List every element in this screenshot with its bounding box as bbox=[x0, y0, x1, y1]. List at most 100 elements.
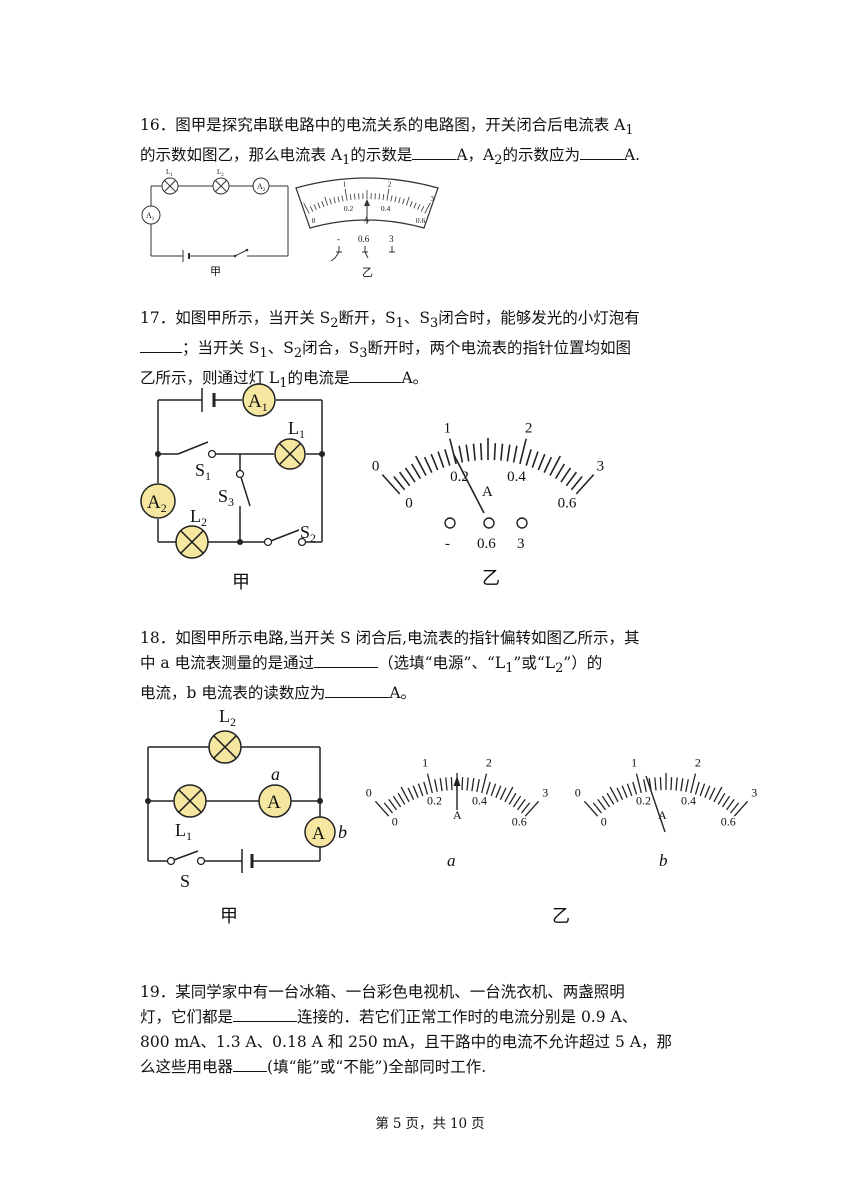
scale-tick bbox=[512, 445, 518, 463]
scale-tick bbox=[476, 779, 480, 793]
scale-label: 3 bbox=[597, 459, 605, 475]
scale-tick bbox=[423, 781, 429, 795]
scale-tick bbox=[434, 779, 438, 793]
scale-tick bbox=[392, 795, 402, 808]
q18-lamp-l1-label: L1 bbox=[175, 820, 192, 843]
scale-tick bbox=[472, 443, 476, 461]
q17-circuit-diagram: A1 A2 L1 L2 S1 S3 S2 甲 bbox=[140, 383, 325, 592]
q16-blank-2[interactable] bbox=[579, 144, 624, 161]
scale-tick bbox=[616, 787, 624, 800]
q17-blank-2[interactable] bbox=[349, 367, 402, 384]
scale-tick bbox=[400, 786, 410, 803]
scale-tick bbox=[349, 194, 352, 201]
scale-tick bbox=[383, 802, 394, 814]
scale-tick bbox=[704, 785, 711, 798]
q16-terminal-minus: - bbox=[337, 234, 340, 244]
scale-label: 0.2 bbox=[636, 794, 651, 808]
q18-circuit-diagram: L2 L1 A a A b S 甲 bbox=[145, 706, 347, 926]
q18-ammeter-a-symbol: A bbox=[267, 792, 281, 813]
scale-tick bbox=[690, 773, 697, 794]
scale-tick bbox=[694, 781, 700, 795]
q17-figure-label-jia: 甲 bbox=[232, 572, 250, 592]
scale-tick bbox=[426, 773, 433, 794]
total-page-count: 10 bbox=[449, 1116, 468, 1132]
q19-blank-2[interactable] bbox=[233, 1056, 268, 1072]
scale-tick bbox=[632, 781, 638, 795]
q18-blank-1[interactable] bbox=[314, 652, 379, 668]
scale-label: 0.6 bbox=[512, 815, 527, 829]
scale-tick bbox=[409, 201, 413, 207]
scale-tick bbox=[402, 198, 405, 205]
q17-battery-icon bbox=[201, 388, 216, 412]
scale-label: 0.4 bbox=[381, 204, 391, 213]
q19-line3: 800 mA、1.3 A、0.18 A 和 250 mA，且干路中的电流不允许超… bbox=[140, 1033, 672, 1051]
q17-terminal-06: 0.6 bbox=[477, 536, 496, 552]
scale-tick bbox=[685, 779, 689, 793]
scale-tick bbox=[499, 787, 507, 800]
scale-label: 0.6 bbox=[721, 815, 736, 829]
scale-tick bbox=[303, 202, 310, 214]
scale-tick bbox=[381, 474, 401, 495]
q17-terminal-minus: - bbox=[445, 536, 450, 552]
q18-meter-b-name: b bbox=[659, 851, 668, 870]
q17-needle bbox=[453, 454, 485, 514]
q17-terminal-3: 3 bbox=[517, 536, 525, 552]
q16-unit-label: A bbox=[364, 216, 369, 224]
q16-scale-ticks bbox=[303, 188, 431, 214]
scale-tick bbox=[708, 787, 716, 800]
scale-tick bbox=[504, 786, 514, 803]
q16-ammeter-a2-label: A2 bbox=[257, 182, 266, 193]
scale-label: 0.6 bbox=[558, 496, 577, 512]
scale-tick bbox=[525, 449, 532, 466]
scale-tick bbox=[465, 444, 470, 462]
scale-tick bbox=[626, 783, 633, 797]
scale-tick bbox=[725, 799, 735, 811]
q16-figure-label-yi: 乙 bbox=[362, 266, 373, 279]
q19-blank-1[interactable] bbox=[233, 1006, 298, 1022]
scale-tick bbox=[654, 777, 657, 791]
scale-tick bbox=[560, 467, 572, 483]
scale-tick bbox=[733, 800, 749, 817]
q16-battery-icon bbox=[182, 250, 190, 262]
q18-battery-icon bbox=[241, 849, 254, 873]
scale-label: 0 bbox=[601, 815, 607, 829]
scale-tick bbox=[621, 785, 628, 798]
q17-lamp-l2-icon bbox=[175, 525, 209, 559]
scale-tick bbox=[713, 786, 723, 803]
scale-tick bbox=[407, 787, 415, 800]
scale-tick bbox=[411, 463, 422, 480]
scale-label: 0 bbox=[392, 815, 398, 829]
scale-tick bbox=[516, 799, 526, 811]
scale-label: 0 bbox=[575, 786, 581, 800]
scale-tick bbox=[583, 800, 599, 817]
scale-tick bbox=[413, 202, 417, 209]
scale-label: 3 bbox=[431, 195, 435, 203]
scale-tick bbox=[414, 455, 427, 476]
q17-blank-1[interactable] bbox=[140, 337, 182, 354]
q18-meter-a-ticks bbox=[374, 773, 540, 817]
scale-label: 1 bbox=[444, 420, 452, 436]
scale-tick bbox=[543, 456, 553, 473]
scale-tick bbox=[378, 193, 380, 200]
scale-tick bbox=[390, 195, 393, 202]
scale-tick bbox=[717, 792, 726, 805]
scale-tick bbox=[549, 455, 562, 476]
scale-tick bbox=[337, 196, 340, 203]
scale-tick bbox=[520, 802, 531, 814]
q18-blank-2[interactable] bbox=[325, 682, 390, 699]
scale-tick bbox=[495, 785, 502, 798]
q18-meter-a-name: a bbox=[447, 851, 456, 870]
scale-tick bbox=[386, 188, 390, 201]
current-page-number: 5 bbox=[392, 1116, 402, 1132]
q16-ammeter-a2-icon bbox=[252, 177, 270, 195]
scale-tick bbox=[406, 196, 410, 206]
q18-lamp-l2-label: L2 bbox=[219, 706, 236, 729]
q17-scale-ticks bbox=[381, 438, 595, 495]
q16-blank-1[interactable] bbox=[412, 144, 457, 161]
scale-tick bbox=[601, 795, 611, 808]
scale-label: 1 bbox=[343, 180, 347, 188]
scale-label: 0.4 bbox=[681, 794, 696, 808]
